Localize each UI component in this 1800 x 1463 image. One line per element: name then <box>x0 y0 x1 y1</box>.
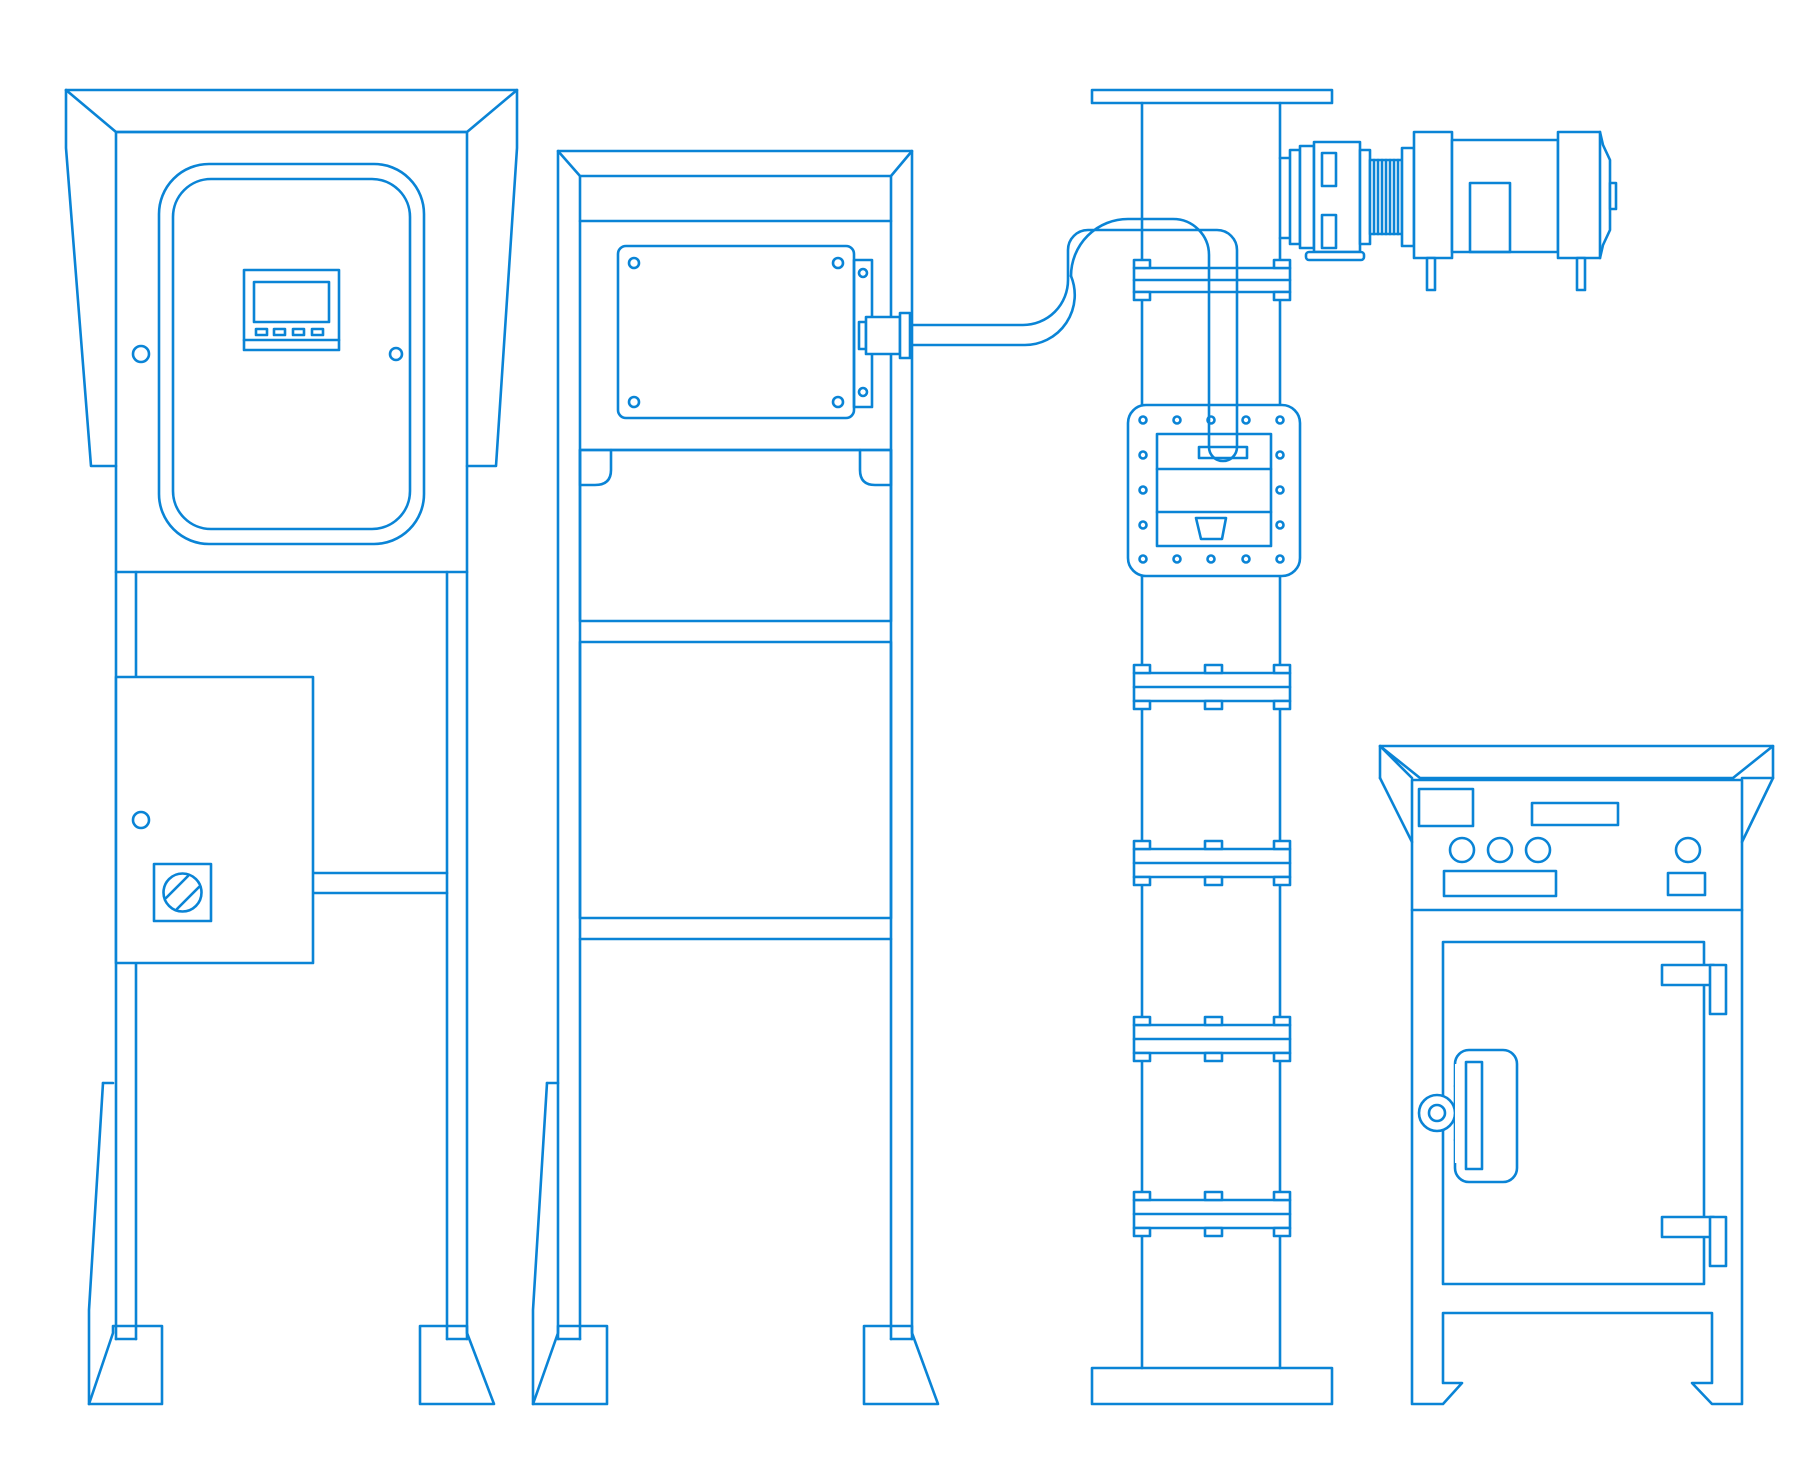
control-panel <box>1410 778 1744 912</box>
door-hinge-icon <box>1660 963 1728 1016</box>
junction-box <box>114 675 315 965</box>
panel-knob-icon <box>1524 836 1552 864</box>
analyzer-box-icon <box>616 244 874 420</box>
panel-knob-icon <box>1486 836 1514 864</box>
open-rack-cabinet-icon <box>531 149 940 1406</box>
door-latch-icon <box>131 344 151 364</box>
panel-display <box>1417 787 1475 828</box>
box-latch-icon <box>131 810 151 830</box>
panel-knob-icon <box>1448 836 1476 864</box>
upper-enclosure <box>114 130 469 574</box>
pole-clamp <box>1132 839 1292 887</box>
door-hinge-icon <box>1660 1215 1728 1268</box>
portable-analyzer-cart-icon <box>1378 744 1775 1406</box>
pole-clamp <box>1132 663 1292 711</box>
enclosure-door-inner <box>171 177 412 531</box>
panel-label-slot <box>1530 801 1620 827</box>
support-feet <box>531 1081 940 1406</box>
pole-clamp <box>1132 1190 1292 1238</box>
controller-display-icon <box>242 268 341 352</box>
pole-clamp <box>1132 258 1292 302</box>
probe-flange-box-icon <box>1126 403 1302 578</box>
rack-panel <box>578 640 893 920</box>
spring-coil <box>1368 158 1404 236</box>
mount-tab <box>578 448 613 487</box>
support-feet <box>87 1081 496 1406</box>
door-handle-icon <box>1417 1048 1519 1184</box>
sample-line-tube <box>905 217 1249 463</box>
rack-panel <box>578 448 893 623</box>
sample-probe-mast-icon <box>857 88 1618 1406</box>
enclosure-door-outer <box>157 162 426 546</box>
disconnect-switch-icon <box>152 862 213 923</box>
tube-fitting-icon <box>857 311 912 360</box>
cart-body <box>1410 908 1744 1406</box>
panel-label-slot <box>1666 871 1707 897</box>
panel-label-slot <box>1442 869 1558 898</box>
mount-tab <box>858 448 893 487</box>
top-plate <box>1090 88 1334 105</box>
shelter-cabinet-icon <box>64 88 519 1406</box>
canopy-roof <box>64 88 519 468</box>
door-latch-icon <box>388 346 404 362</box>
panel-knob-icon <box>1674 836 1702 864</box>
probe-head-icon <box>1278 130 1618 292</box>
base-plate <box>1090 1366 1334 1406</box>
pole-clamp <box>1132 1015 1292 1063</box>
cart-canopy <box>1378 744 1775 780</box>
